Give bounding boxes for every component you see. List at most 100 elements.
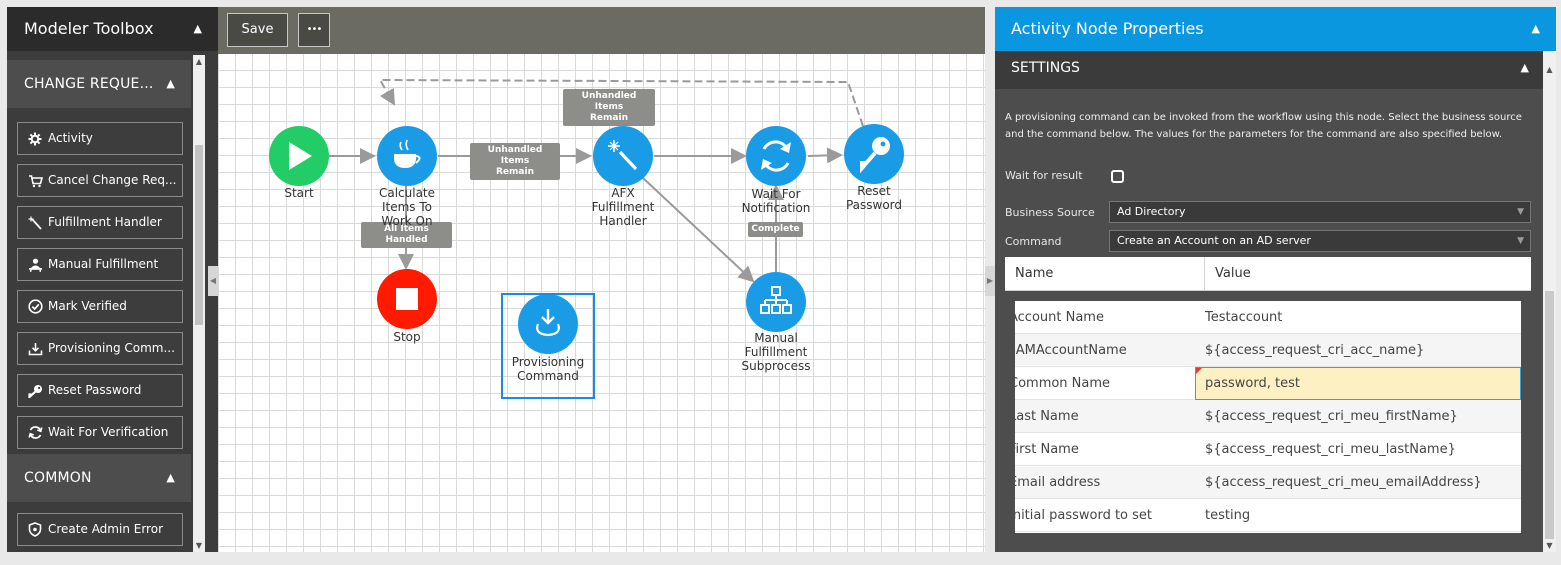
edge-afx-manual [642,177,755,283]
table-row[interactable]: Last Name ${access_request_cri_meu_first… [1015,400,1521,433]
workflow-diagram [269,78,904,354]
selected-node-highlight [501,293,595,399]
toolbox-header[interactable]: Modeler Toolbox ▲ [7,7,218,51]
node-label-provisioning: Provisioning Command [511,355,585,383]
param-value[interactable]: testing [1205,508,1251,523]
collapse-right-panel-handle[interactable]: ▶ [985,266,995,296]
collapse-left-panel-handle[interactable]: ◀ [208,266,218,296]
tool-label: Reset Password [48,383,142,397]
scrollbar-thumb[interactable] [195,145,203,325]
properties-title: Activity Node Properties [1011,19,1204,38]
check-circle-icon [26,291,44,322]
scroll-down-icon[interactable]: ▼ [1546,541,1553,550]
param-value: password, test [1205,376,1300,391]
param-value[interactable]: ${access_request_cri_meu_lastName} [1205,442,1456,457]
scrollbar-thumb[interactable] [1545,291,1554,539]
node-label-stop: Stop [393,330,421,344]
table-row[interactable]: sAMAccountName ${access_request_cri_acc_… [1015,334,1521,367]
param-value-editor[interactable]: password, test [1195,367,1521,400]
scroll-down-icon[interactable]: ▼ [195,541,203,550]
section-title: CHANGE REQUE... [24,76,154,92]
settings-description: A provisioning command can be invoked fr… [1005,112,1522,140]
edge-label-all-items-handled: All Items Handled [361,222,452,248]
play-icon [289,142,312,170]
tool-manual-fulfillment[interactable]: Manual Fulfillment [17,248,183,281]
tool-label: Create Admin Error [48,522,163,536]
table-row[interactable]: Email address ${access_request_cri_meu_e… [1015,466,1521,499]
chevron-down-icon: ▼ [1517,207,1524,217]
tool-label: Wait For Verification [48,425,169,439]
business-source-label: Business Source [1005,206,1095,219]
table-row[interactable]: Account Name Testaccount [1015,301,1521,334]
properties-header[interactable]: Activity Node Properties ▲ [995,7,1556,51]
business-source-select[interactable]: Ad Directory ▼ [1109,201,1531,223]
tool-provisioning-command[interactable]: Provisioning Comm... [17,332,183,365]
edge-label-unhandled-mid: Unhandled Items Remain [470,143,560,180]
collapse-up-icon[interactable]: ▲ [166,77,175,90]
node-calculate-items[interactable] [377,126,437,186]
node-stop[interactable] [377,269,437,329]
node-reset-password[interactable] [844,124,904,184]
param-name: Account Name [1015,310,1104,325]
command-select[interactable]: Create an Account on an AD server ▼ [1109,230,1531,252]
activity-node-properties-panel: Activity Node Properties ▲ SETTINGS ▲ A … [995,7,1556,552]
node-wait-for-notification[interactable] [746,126,806,186]
node-label-wait: Wait For Notification [741,187,811,215]
node-manual-fulfillment-subprocess[interactable] [746,272,806,332]
tool-fulfillment-handler[interactable]: Fulfillment Handler [17,206,183,239]
chevron-down-icon: ▼ [1517,236,1524,246]
workflow-canvas[interactable]: Unhandled Items Remain Unhandled Items R… [218,54,985,552]
wait-for-result-label: Wait for result [1005,169,1083,182]
column-header-name[interactable]: Name [1005,257,1205,291]
canvas-toolbar: Save ••• [218,7,985,54]
node-afx-fulfillment-handler[interactable] [593,126,653,186]
section-title: COMMON [24,470,92,486]
tool-mark-verified[interactable]: Mark Verified [17,290,183,323]
edge-reset-calc-loop [378,78,864,127]
hierarchy-icon [760,286,792,314]
scroll-up-icon[interactable]: ▲ [1546,65,1553,74]
save-button[interactable]: Save [227,13,288,47]
collapse-up-icon[interactable]: ▲ [193,22,202,35]
table-row[interactable]: First Name ${access_request_cri_meu_last… [1015,433,1521,466]
properties-scrollbar[interactable]: ▲ ▼ [1543,51,1556,552]
edge-label-complete: Complete [748,222,803,237]
toolbox-scrollbar[interactable]: ▲ ▼ [193,55,205,552]
collapse-up-icon[interactable]: ▲ [166,471,175,484]
node-label-reset: Reset Password [845,184,903,212]
node-start[interactable] [269,126,329,186]
param-value[interactable]: ${access_request_cri_acc_name} [1205,343,1425,358]
stop-square-icon [396,288,418,310]
param-value[interactable]: ${access_request_cri_meu_emailAddress} [1205,475,1482,490]
collapse-up-icon[interactable]: ▲ [1520,61,1529,74]
table-row[interactable]: Initial password to set testing [1015,499,1521,532]
shield-icon [26,514,44,545]
tool-create-admin-error[interactable]: Create Admin Error [17,513,183,546]
tool-activity[interactable]: Activity [17,122,183,155]
parameters-table-header: Name Value [1005,257,1531,291]
node-provisioning-command[interactable] [518,294,578,354]
node-label-start: Start [284,186,314,200]
param-name: Email address [1015,475,1101,490]
section-change-request[interactable]: CHANGE REQUE... ▲ [7,60,191,108]
table-row[interactable]: Common Name password, test [1015,367,1521,400]
tool-wait-for-verification[interactable]: Wait For Verification [17,416,183,449]
param-value[interactable]: Testaccount [1205,310,1283,325]
tool-reset-password[interactable]: Reset Password [17,374,183,407]
more-options-button[interactable]: ••• [298,13,330,47]
param-value[interactable]: ${access_request_cri_meu_firstName} [1205,409,1458,424]
scroll-up-icon[interactable]: ▲ [195,57,203,66]
settings-section-header[interactable]: SETTINGS ▲ [995,51,1545,89]
section-common[interactable]: COMMON ▲ [7,454,191,502]
tool-cancel-change-request[interactable]: Cancel Change Req... [17,164,183,197]
param-name: First Name [1015,442,1079,457]
collapse-up-icon[interactable]: ▲ [1531,22,1540,35]
business-source-value: Ad Directory [1117,205,1186,218]
column-header-value[interactable]: Value [1215,266,1251,281]
param-name: Initial password to set [1015,508,1153,523]
person-desk-icon [26,249,44,280]
edge-wait-reset [807,147,843,164]
download-tray-icon [26,333,44,364]
wait-for-result-checkbox[interactable] [1111,170,1124,183]
key-icon [26,375,44,406]
